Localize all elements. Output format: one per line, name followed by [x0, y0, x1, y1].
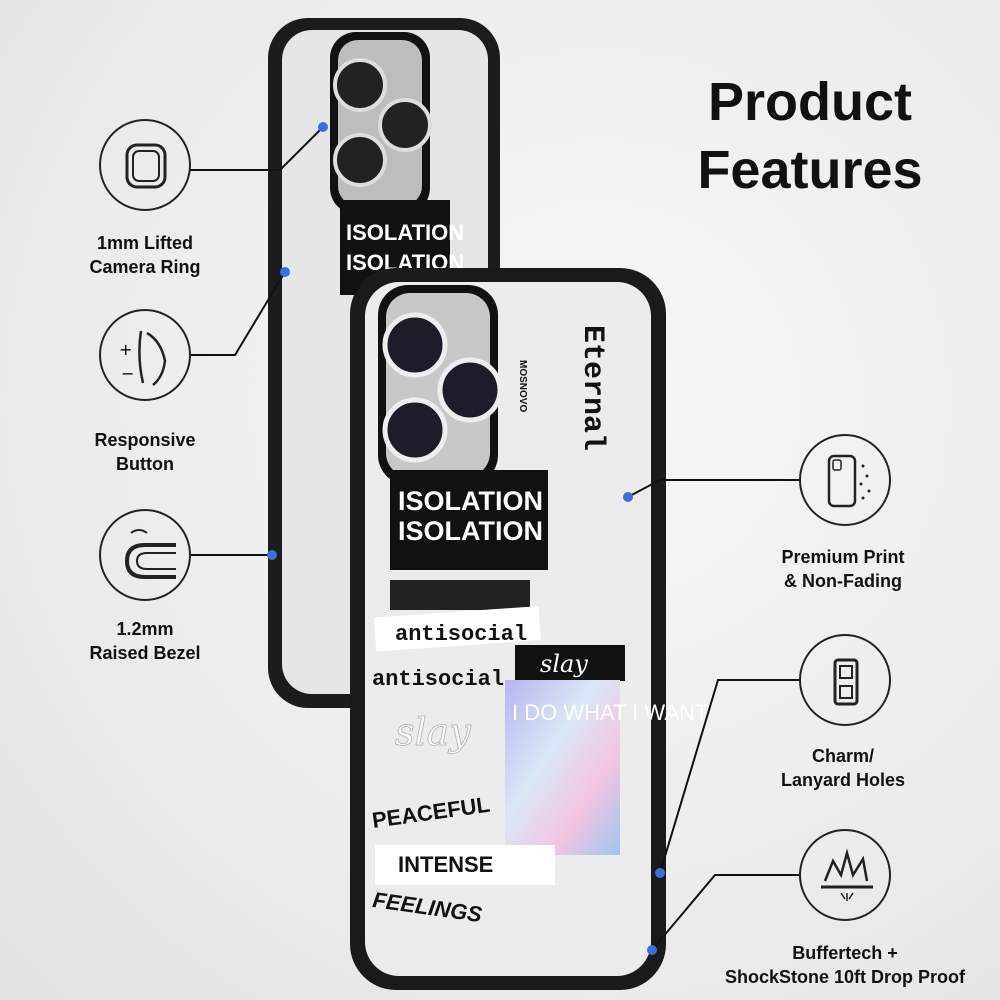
eternal-text: Eternal	[575, 325, 609, 451]
leader-lines	[190, 126, 800, 951]
responsive-button-icon: +−	[99, 309, 191, 401]
premium-print-label: Premium Print& Non-Fading	[781, 547, 905, 591]
camera-ring-icon	[99, 119, 191, 211]
premium-print-icon	[799, 434, 891, 526]
lanyard-holes-icon	[799, 634, 891, 726]
brand-text: MOSNOVO	[517, 360, 528, 412]
front-phone-case: ISOLATION ISOLATION MOSNOVO Eternal anti…	[350, 268, 708, 990]
drop-proof-icon	[799, 829, 891, 921]
antisocial-text: antisocial	[395, 622, 527, 647]
antisocial-text-2: antisocial	[372, 667, 504, 692]
drop-proof-label: Buffertech +ShockStone 10ft Drop Proof	[724, 943, 966, 987]
title-line-2: Features	[697, 140, 923, 200]
page-title: Product Features	[660, 68, 960, 204]
back-isolation-text: ISOLATION	[346, 220, 464, 245]
accent-dots	[267, 122, 665, 955]
slay-text: slay	[540, 650, 588, 678]
intense-text: INTENSE	[398, 852, 493, 877]
lanyard-holes-label: Charm/Lanyard Holes	[780, 746, 906, 790]
holo-text: I DO WHAT I WANT	[512, 700, 708, 725]
raised-bezel-icon	[99, 509, 191, 601]
isolation-text-2: ISOLATION	[398, 516, 543, 546]
slay-outline-text: slay	[395, 710, 471, 754]
isolation-text: ISOLATION	[398, 486, 543, 516]
title-line-1: Product	[707, 72, 912, 132]
svg-text:−: −	[121, 364, 134, 383]
svg-text:+: +	[119, 340, 132, 359]
